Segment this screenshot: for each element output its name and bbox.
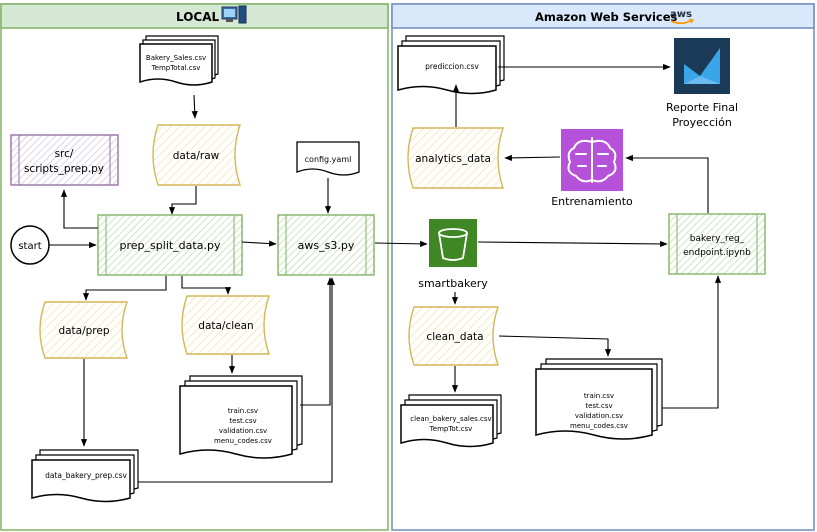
s3-bucket-icon [429,219,477,267]
prep-file-doc: data_bakery_prep.csv [31,449,139,503]
aws-split-files-doc: train.csv test.csv validation.csv menu_c… [535,358,663,440]
edge-split-files-to-notebook [662,275,722,409]
local-split-file-4: menu_codes.csv [214,437,272,445]
edge-raw-files-to-data-raw [191,94,198,119]
scripts-prep-line1: src/ [55,148,74,160]
notebook-line1: bakery_reg_ [690,234,745,244]
prediction-file-label: prediccion.csv [425,62,479,71]
edge-bucket-to-notebook [477,240,668,248]
scripts-prep-box: src/ scripts_prep.py [10,134,119,186]
clean-data-store: clean_data [408,306,499,366]
edge-clean-data-to-split-files [498,335,612,357]
local-split-file-1: train.csv [228,407,258,415]
start-label: start [18,241,41,252]
edge-notebook-to-sagemaker [625,154,709,213]
local-panel-title: LOCAL [176,10,220,24]
aws-s3-label: aws_s3.py [298,239,355,252]
bucket-label: smartbakery [418,277,488,290]
local-split-file-2: test.csv [229,417,256,425]
edge-prep-split-to-aws-s3 [241,240,277,247]
edge-prep-split-to-data-clean [181,276,232,295]
edge-aws-s3-to-bucket [374,240,428,247]
local-split-files-doc: train.csv test.csv validation.csv menu_c… [179,375,303,459]
aws-split-file-1: train.csv [584,392,614,400]
report-title-line2: Proyección [672,116,732,129]
clean-sales-file-2: TempTot.csv [429,425,473,433]
clean-sales-files-doc: clean_bakery_sales.csv TempTot.csv [400,394,502,448]
report-title-line1: Reporte Final [666,101,738,114]
prep-file-label: data_bakery_prep.csv [45,471,127,480]
notebook-line2: endpoint.ipynb [683,248,751,258]
analytics-data-label: analytics_data [415,153,491,165]
aws-split-file-4: menu_codes.csv [570,422,628,430]
aws-split-file-3: validation.csv [575,412,623,420]
sagemaker-icon [561,129,623,191]
config-doc: config.yaml [296,141,360,176]
computer-icon [221,5,247,24]
edge-sagemaker-to-analytics [504,154,561,161]
aws-panel-header [391,3,815,29]
analytics-data-store: analytics_data [407,127,504,189]
aws-logo-icon: aws [670,9,694,25]
data-raw-store: data/raw [152,124,241,186]
aws-s3-process: aws_s3.py [277,214,375,276]
prep-split-label: prep_split_data.py [120,239,221,252]
clean-sales-file-1: clean_bakery_sales.csv [410,415,491,423]
raw-file-1: Bakery_Sales.csv [146,54,206,62]
start-node: start [10,225,50,265]
connectors [49,63,722,483]
notebook-process: bakery_reg_ endpoint.ipynb [668,213,766,275]
edge-prep-split-to-data-prep [82,276,167,301]
edge-split-files-to-aws-s3 [300,277,334,406]
edge-prep-file-to-aws-s3 [138,277,336,483]
raw-file-2: TempTotal.csv [151,64,201,72]
aws-logo-text: aws [670,9,692,20]
aws-panel-title: Amazon Web Services [535,10,678,24]
config-label: config.yaml [305,155,352,164]
quicksight-icon [674,38,730,94]
aws-split-file-2: test.csv [585,402,612,410]
data-prep-label: data/prep [58,325,109,337]
data-prep-store: data/prep [39,301,128,359]
data-clean-label: data/clean [198,320,253,332]
scripts-prep-line2: scripts_prep.py [24,163,104,175]
data-clean-store: data/clean [181,295,270,355]
edge-data-raw-to-prep-split [168,186,197,215]
raw-files-doc: Bakery_Sales.csv TempTotal.csv [139,35,219,86]
data-raw-label: data/raw [173,150,220,162]
prep-split-process: prep_split_data.py [97,214,243,276]
local-panel-header [0,3,389,29]
local-split-file-3: validation.csv [219,427,267,435]
prediction-file-doc: prediccion.csv [397,35,505,95]
clean-data-label: clean_data [426,331,483,343]
edge-prep-split-to-scripts [60,189,98,229]
training-label: Entrenamiento [551,195,633,208]
